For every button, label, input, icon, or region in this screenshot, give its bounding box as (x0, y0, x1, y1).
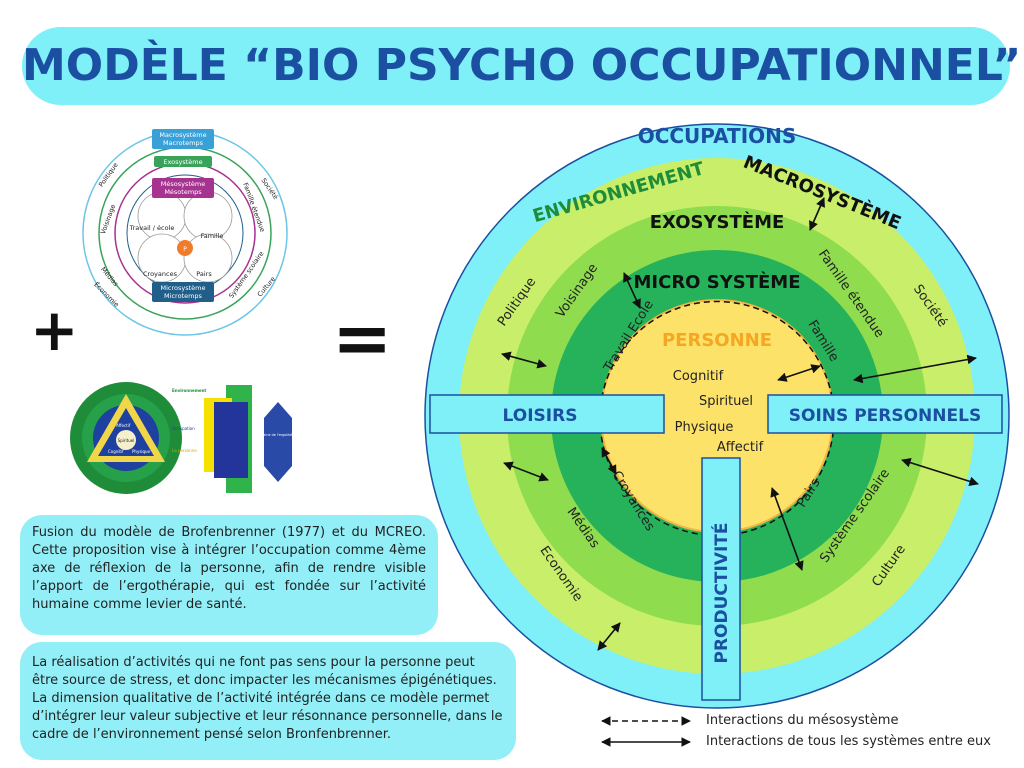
arrow-solid-9 (770, 487, 804, 571)
mcreo-label-1: Environnement (172, 388, 206, 393)
mcreo-label-4: Domaine de l'ergothérapie (255, 433, 300, 437)
productivite-bar (701, 457, 741, 701)
exosysteme-title: EXOSYSTÈME (650, 211, 785, 233)
title-banner: MODÈLE “BIO PSYCHO OCCUPATIONNEL” (22, 27, 1022, 105)
person-trait-4: Affectif (717, 440, 764, 455)
mcreo-label-6: Spirituel (118, 438, 135, 443)
loisirs-bar (429, 394, 665, 434)
mcreo-label-8: Physique (132, 449, 151, 454)
macro-label-2: Macrotemps (163, 139, 204, 147)
micro-label-2: Microtemps (164, 292, 202, 300)
page-title: MODÈLE “BIO PSYCHO OCCUPATIONNEL” (22, 40, 1022, 91)
bronfenbrenner-diagram: Macrosystème Macrotemps Exosystème Mésos… (82, 129, 288, 336)
mcreo-label-7: Cognitif (108, 449, 124, 454)
macro-label-1: Macrosystème (159, 131, 206, 139)
info-box-fusion: Fusion du modèle de Brofenbrenner (1977)… (20, 515, 438, 635)
legend-solid-label: Interactions de tous les systèmes entre … (706, 734, 991, 749)
plus-sign: + (30, 296, 79, 364)
personne-title: PERSONNE (662, 330, 772, 351)
circle-label-1: Travail / école (129, 224, 175, 232)
arrow-solid-2 (623, 272, 641, 309)
mcreo-label-5: Affectif (116, 423, 131, 428)
circle-label-4: Pairs (196, 270, 212, 278)
arrow-solid-8 (601, 447, 617, 475)
center-p: P (183, 246, 187, 253)
occupations-title: OCCUPATIONS (638, 124, 797, 148)
meso-label-2: Mésotemps (164, 188, 202, 196)
arrow-solid-10 (597, 622, 621, 651)
person-trait-3: Physique (675, 420, 734, 435)
exo-label: Exosystème (163, 158, 202, 166)
soins-bar (767, 394, 1003, 434)
info-box-fusion-text: Fusion du modèle de Brofenbrenner (1977)… (32, 525, 426, 612)
microsysteme-title: MICRO SYSTÈME (634, 271, 801, 293)
bar-left-label: LOISIRS (503, 406, 578, 426)
meso-label-1: Mésosystème (161, 180, 205, 188)
arrow-solid-6 (901, 458, 979, 486)
main-model-diagram: OCCUPATIONS ENVIRONNEMENT MACROSYSTÈME E… (424, 123, 1010, 709)
circle-label-2: Famille (201, 232, 224, 240)
bar-right-label: SOINS PERSONNELS (789, 406, 981, 426)
arrow-solid-3 (501, 351, 547, 369)
arrow-solid-1 (809, 197, 825, 231)
bar-bottom-label: PRODUCTIVITÉ (710, 522, 732, 663)
legend-arrows (601, 716, 691, 747)
micro-label-1: Microsystème (161, 284, 206, 292)
person-trait-1: Cognitif (673, 369, 724, 384)
arrow-solid-7 (503, 461, 549, 482)
arrow-solid-5 (853, 354, 977, 384)
info-box-stress: La réalisation d’activités qui ne font p… (20, 642, 516, 760)
arrow-solid-4 (777, 364, 821, 382)
person-trait-2: Spirituel (699, 394, 753, 409)
equals-sign: = (332, 296, 393, 380)
mcreo-diagram: Affectif Spirituel Cognitif Physique Env… (70, 382, 301, 494)
mcreo-label-3: La personne (172, 448, 197, 453)
circle-label-3: Croyances (143, 270, 178, 278)
mcreo-label-2: Occupation (172, 426, 195, 431)
legend-dashed-label: Interactions du mésosystème (706, 713, 899, 728)
info-box-stress-text: La réalisation d’activités qui ne font p… (32, 655, 503, 742)
